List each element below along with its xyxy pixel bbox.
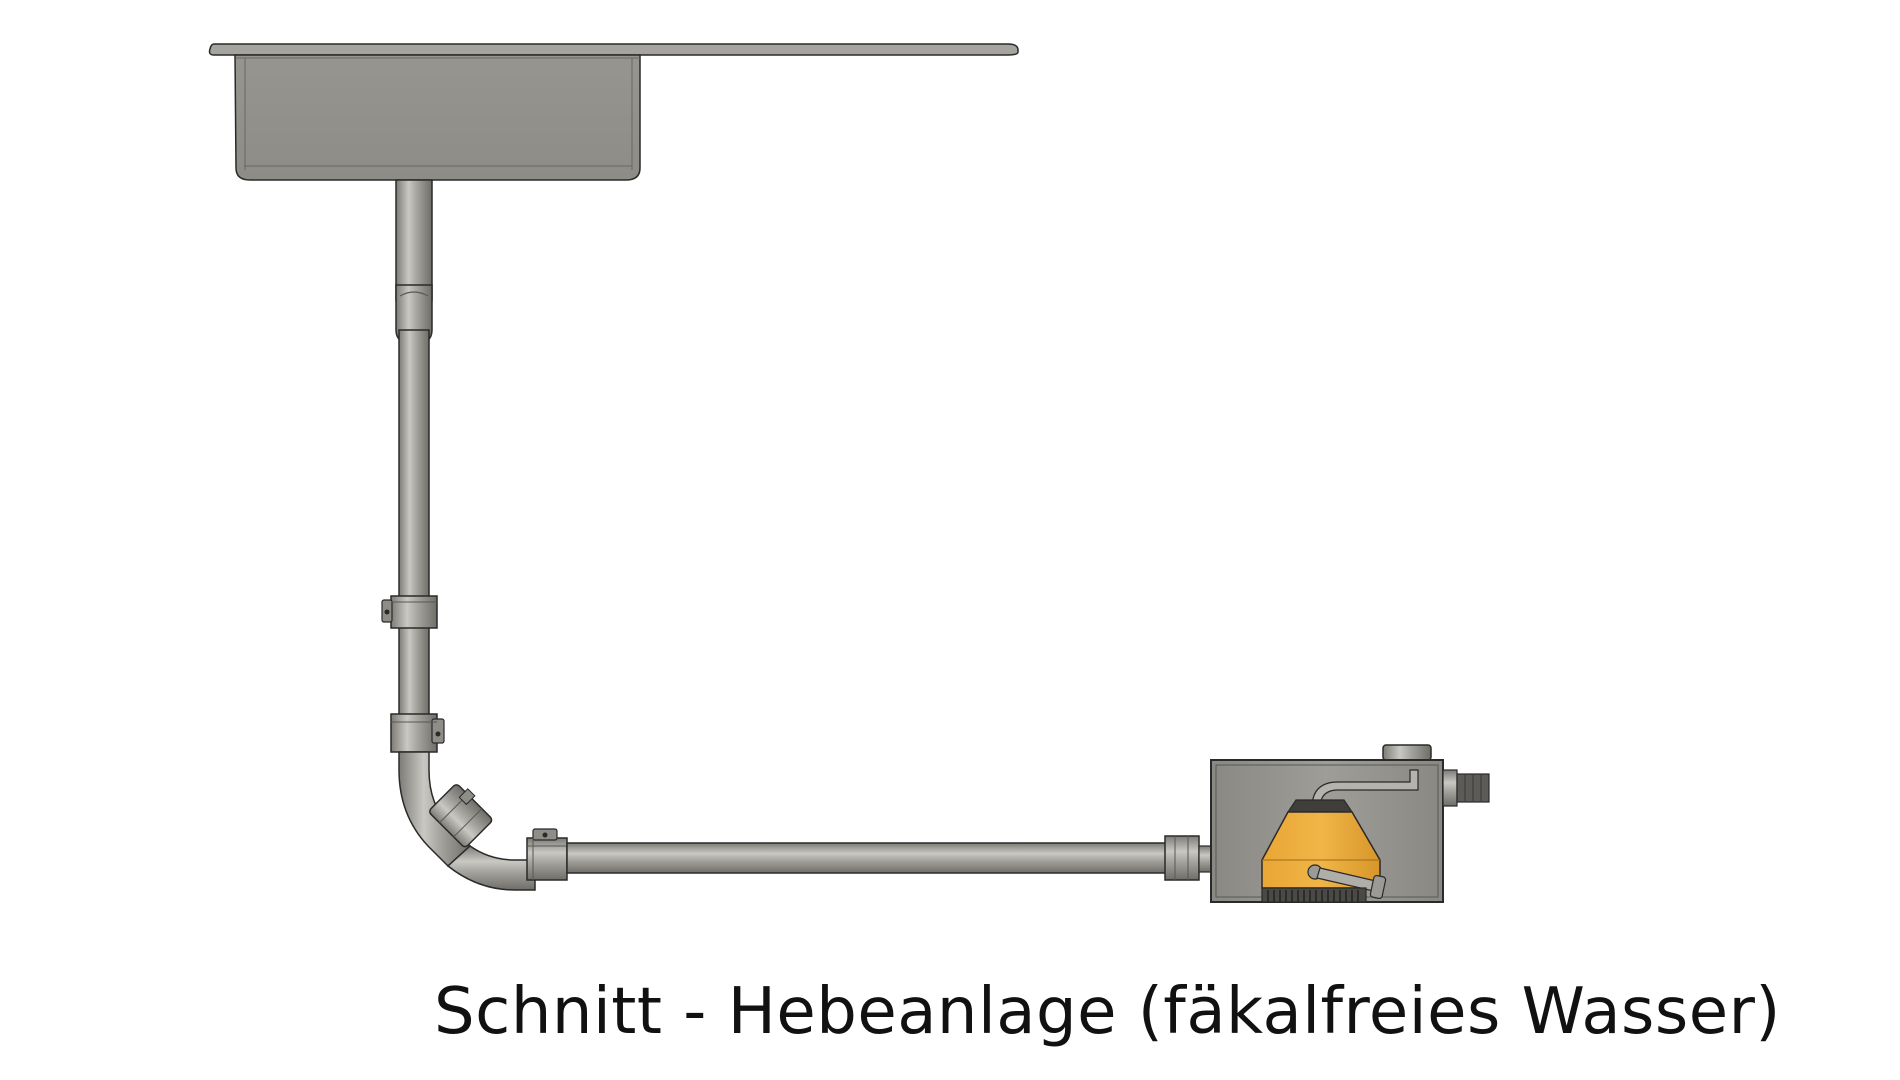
pipe-clamp: [526, 828, 568, 881]
outlet-pipe: [1442, 769, 1490, 807]
diagram-caption: Schnitt - Hebeanlage (fäkalfreies Wasser…: [434, 975, 1781, 1049]
pipe-clamp: [381, 595, 438, 629]
drain-pipe-horizontal: [566, 835, 1212, 881]
pipe-clamp: [390, 713, 445, 753]
sink-basin: [208, 43, 1019, 181]
pipe-elbow: [398, 751, 536, 891]
drain-pipe-vertical: [395, 179, 433, 751]
pump-unit: [1261, 799, 1387, 903]
